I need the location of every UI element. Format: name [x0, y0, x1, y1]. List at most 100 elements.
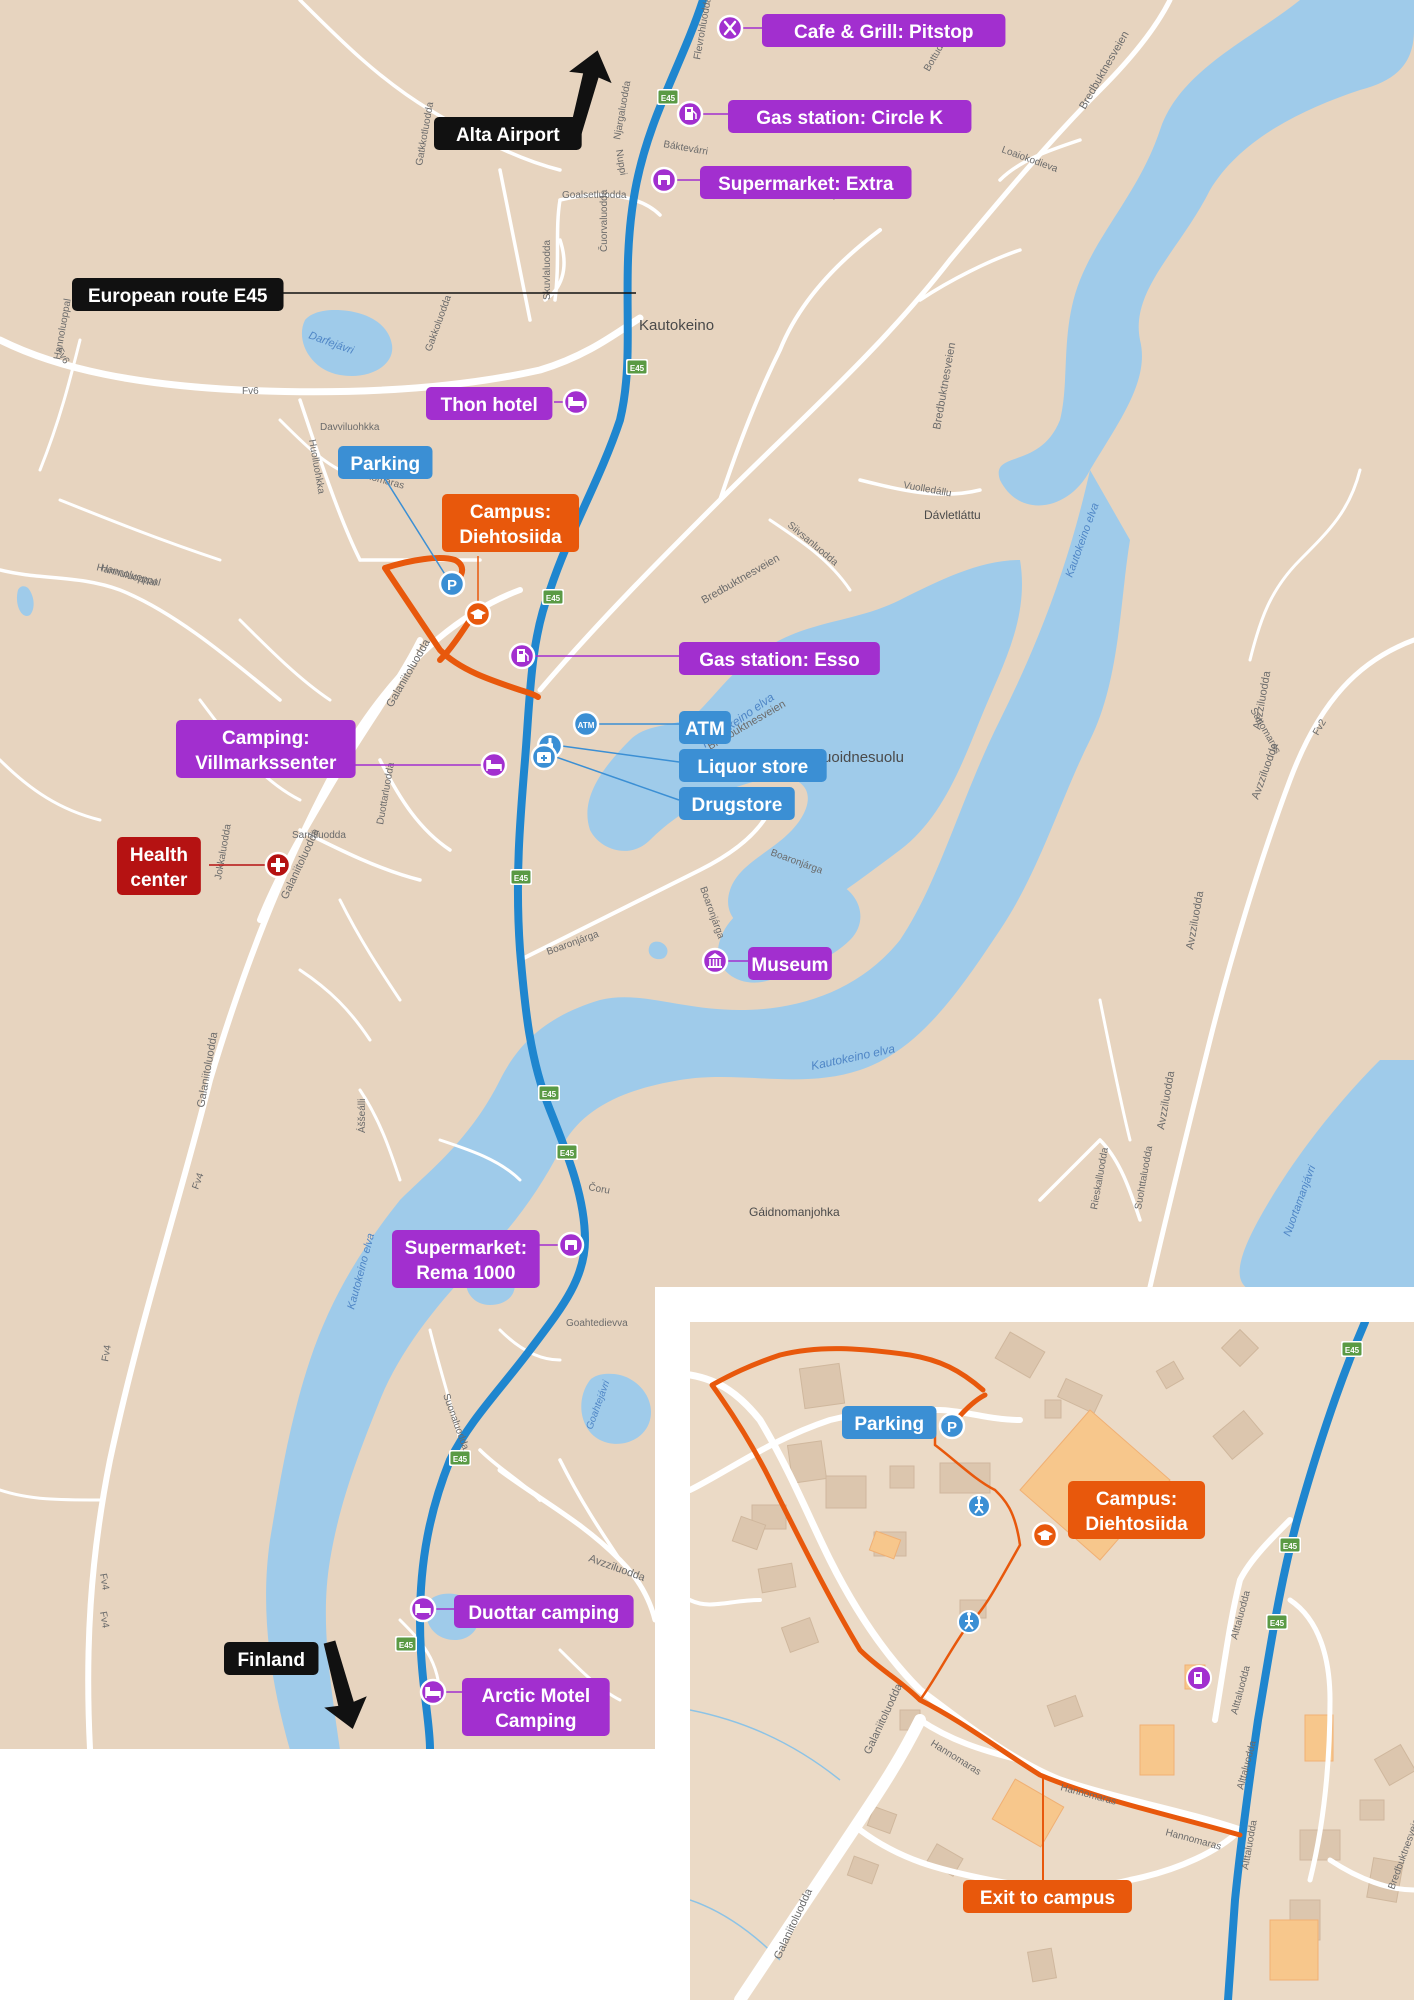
road-label: Goalsetluodda [562, 190, 627, 201]
liquor-leader-line [561, 745, 680, 763]
road-town-grid-2 [298, 758, 452, 882]
inset-e45-route-badge-text: E45 [1270, 1619, 1285, 1628]
duottar-marker[interactable] [409, 1595, 437, 1623]
parking-marker[interactable]: P [438, 570, 466, 598]
callout-liquor-store-pill [679, 749, 827, 782]
fork-knife-icon [716, 14, 744, 42]
callout-duottar-camping[interactable]: Duottar camping [454, 1595, 634, 1628]
rema-marker[interactable] [557, 1231, 585, 1259]
road-fv6 [0, 314, 644, 396]
callout-cafe-grill-pitstop[interactable]: Cafe & Grill: Pitstop [762, 14, 1006, 47]
road-town-grid-4 [358, 1088, 522, 1182]
callout-gas-station-esso[interactable]: Gas station: Esso [679, 642, 880, 675]
inset-callout-parking[interactable]: Parking [842, 1406, 937, 1439]
place-label: Dávletláttu [924, 508, 981, 522]
road-goalsetluodda [543, 193, 662, 302]
callout-thon-hotel-text: Thon hotel [441, 395, 538, 416]
callout-alta-airport[interactable]: Alta Airport [434, 117, 582, 150]
place-label: Kautokeino [639, 317, 714, 334]
esso-marker[interactable] [508, 642, 536, 670]
e45-route-badge-text: E45 [542, 1090, 557, 1099]
road-label: Fv4 [190, 1171, 206, 1191]
road-bredbuktnesveien [537, 0, 1173, 693]
e45-route-badge-text: E45 [546, 594, 561, 603]
nuortamanjavri-lake [1239, 1060, 1414, 1290]
road-label: Fv4 [100, 1344, 114, 1363]
parking-leader-line [381, 473, 447, 577]
thon-marker[interactable] [562, 388, 590, 416]
inset_parking-marker[interactable]: P [938, 1412, 966, 1440]
callout-parking-text: Parking [350, 454, 420, 475]
gas-station-icon [1186, 1665, 1212, 1691]
road-loaiokodieva [918, 138, 1082, 302]
campus-marker[interactable] [464, 600, 492, 628]
e45-route-badge-text: E45 [630, 364, 645, 373]
callout-liquor-store-text: Liquor store [697, 757, 808, 778]
arctic-marker[interactable] [419, 1678, 447, 1706]
callout-museum-pill [748, 947, 832, 980]
inset-icons [957, 1494, 1212, 1691]
callout-supermarket-rema-1000[interactable]: Supermarket:Rema 1000 [392, 1230, 540, 1288]
parking-icon: P [938, 1412, 966, 1440]
callout-liquor-store[interactable]: Liquor store [679, 749, 827, 782]
campus-walking-route [382, 555, 541, 700]
callout-duottar-camping-pill [454, 1595, 634, 1628]
inset-callout-exit-to-campus-pill [963, 1880, 1132, 1913]
callout-gas-station-circle-k-text: Gas station: Circle K [756, 108, 943, 129]
callout-thon-hotel[interactable]: Thon hotel [426, 387, 553, 420]
callout-drugstore-pill [679, 787, 795, 820]
bed-icon [480, 751, 508, 779]
road-east-2 [1098, 998, 1132, 1142]
callout-health-center-pill [117, 837, 201, 895]
callout-gas-station-esso-text: Gas station: Esso [699, 650, 860, 671]
graduation-cap-icon [464, 600, 492, 628]
south-arrow-icon [323, 1640, 367, 1729]
drugstore-marker[interactable] [530, 743, 558, 771]
inset-callout-parking-text: Parking [854, 1414, 924, 1435]
callout-finland[interactable]: Finland [224, 1642, 319, 1675]
cafe-marker[interactable] [716, 14, 744, 42]
road-skuvlaluodda [498, 168, 562, 322]
inset-callout-campus-diehtosiida[interactable]: Campus:Diehtosiida [1068, 1481, 1206, 1539]
road-west-south [0, 1488, 102, 1502]
inset-road-hannomaras [690, 1371, 1244, 1834]
callout-parking-pill [338, 446, 433, 479]
callout-camping-villmarkssenter-pill [176, 720, 356, 778]
road-label: Sarritluodda [292, 830, 346, 841]
inset_campus-marker[interactable] [1031, 1521, 1059, 1549]
callout-supermarket-rema-1000-text: Supermarket: [405, 1238, 528, 1259]
callout-atm[interactable]: ATM [679, 711, 731, 744]
drugstore-leader-line [555, 756, 680, 801]
callout-gas-station-circle-k[interactable]: Gas station: Circle K [728, 100, 972, 133]
road-label: Davviluohkka [320, 422, 380, 433]
callout-museum[interactable]: Museum [748, 947, 832, 980]
road-label: Skuvlaluodda [542, 240, 553, 300]
health-marker[interactable] [264, 851, 292, 879]
small-pond-museum [648, 941, 668, 960]
camping_v-marker[interactable] [480, 751, 508, 779]
bed-icon [409, 1595, 437, 1623]
callout-campus-diehtosiida[interactable]: Campus:Diehtosiida [442, 494, 580, 552]
circlek-marker[interactable] [676, 100, 704, 128]
callout-parking[interactable]: Parking [338, 446, 433, 479]
inset-callout-parking-pill [842, 1406, 937, 1439]
callout-european-route-e45[interactable]: European route E45 [72, 278, 284, 311]
museum-marker[interactable] [701, 947, 729, 975]
e45-route-badge: E45 [542, 589, 564, 605]
callout-camping-villmarkssenter[interactable]: Camping: Villmarkssenter [176, 720, 356, 778]
road-label: Goahtedievva [566, 1318, 628, 1329]
callout-cafe-grill-pitstop-text: Cafe & Grill: Pitstop [794, 22, 973, 43]
callout-camping-villmarkssenter-text: Villmarkssenter [195, 753, 337, 774]
callout-atm-pill [679, 711, 731, 744]
callout-drugstore[interactable]: Drugstore [679, 787, 795, 820]
callout-camping-villmarkssenter-text: Camping: [222, 728, 310, 749]
callout-arctic-motel-camping-text: Camping [495, 1711, 576, 1732]
inset-callout-exit-to-campus[interactable]: Exit to campus [963, 1880, 1132, 1913]
callout-supermarket-extra[interactable]: Supermarket: Extra [700, 166, 912, 199]
atm-marker[interactable]: ATM [572, 710, 600, 738]
extra-marker[interactable] [650, 166, 678, 194]
